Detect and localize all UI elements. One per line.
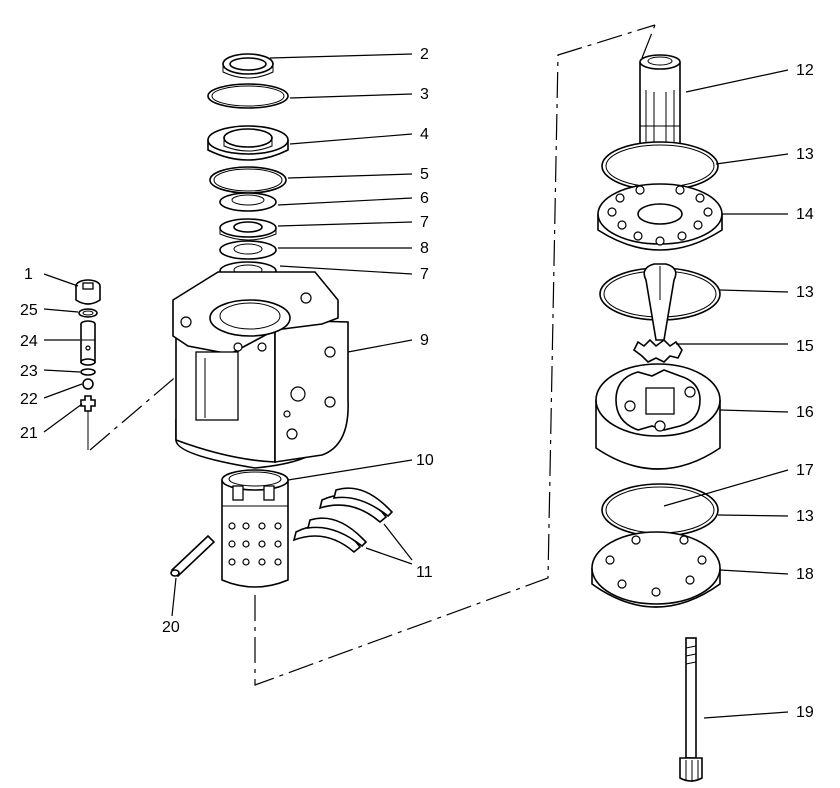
part-6-seal bbox=[219, 192, 277, 212]
callout-6: 6 bbox=[420, 190, 429, 207]
check-valve-stack bbox=[75, 279, 101, 450]
callout-7-upper: 7 bbox=[420, 214, 429, 231]
callout-8: 8 bbox=[420, 240, 429, 257]
callout-16: 16 bbox=[796, 404, 814, 421]
callout-23: 23 bbox=[20, 363, 38, 380]
part-15-drive bbox=[632, 263, 683, 363]
part-13-seal-ring-bottom bbox=[601, 483, 719, 537]
part-10-spool bbox=[221, 469, 289, 588]
callout-24: 24 bbox=[20, 333, 38, 350]
callout-7-lower: 7 bbox=[420, 266, 429, 283]
callout-2: 2 bbox=[420, 46, 429, 63]
callout-1: 1 bbox=[24, 266, 33, 283]
part-4-gland bbox=[207, 125, 289, 161]
part-18-end-cap bbox=[591, 531, 721, 608]
part-19-cap-screw bbox=[679, 637, 703, 782]
part-20-pin bbox=[170, 534, 216, 578]
callout-25: 25 bbox=[20, 302, 38, 319]
assembly-centerline bbox=[89, 24, 656, 686]
callout-17: 17 bbox=[796, 462, 814, 479]
part-11-centering-springs bbox=[292, 487, 394, 554]
callout-12: 12 bbox=[796, 62, 814, 79]
callout-labels: 1 2 3 4 5 6 7 7 8 9 10 11 12 13 13 13 14… bbox=[20, 46, 814, 721]
part-2-seal bbox=[222, 53, 274, 79]
callout-10: 10 bbox=[416, 452, 434, 469]
callout-22: 22 bbox=[20, 391, 38, 408]
callout-13-middle: 13 bbox=[796, 284, 814, 301]
callout-14: 14 bbox=[796, 206, 814, 223]
part-13-seal-ring-top bbox=[601, 141, 719, 191]
callout-13-bottom: 13 bbox=[796, 508, 814, 525]
part-24-check-valve bbox=[80, 320, 96, 366]
callout-19: 19 bbox=[796, 704, 814, 721]
part-21-check-seat bbox=[80, 395, 96, 412]
callout-18: 18 bbox=[796, 566, 814, 583]
part-25-o-ring bbox=[78, 308, 98, 318]
callout-5: 5 bbox=[420, 166, 429, 183]
part-3-ring bbox=[207, 83, 289, 109]
callout-4: 4 bbox=[420, 126, 429, 143]
part-7-race-upper bbox=[219, 218, 277, 241]
callout-9: 9 bbox=[420, 332, 429, 349]
callout-11: 11 bbox=[416, 564, 433, 581]
spool-holes bbox=[228, 522, 282, 566]
part-22-ball bbox=[82, 378, 94, 390]
part-5-o-ring bbox=[209, 166, 287, 194]
part-16-gerotor bbox=[595, 363, 721, 470]
part-9-housing bbox=[172, 271, 349, 469]
leader-lines bbox=[43, 53, 789, 719]
part-14-spacer-plate bbox=[597, 183, 723, 251]
callout-21: 21 bbox=[20, 425, 38, 442]
callout-15: 15 bbox=[796, 338, 814, 355]
callout-3: 3 bbox=[420, 86, 429, 103]
callout-20: 20 bbox=[162, 619, 180, 636]
callout-13-top: 13 bbox=[796, 146, 814, 163]
part-23-o-ring bbox=[80, 368, 96, 376]
part-8-thrust-bearing bbox=[219, 240, 277, 260]
part-1-plug bbox=[75, 279, 101, 305]
